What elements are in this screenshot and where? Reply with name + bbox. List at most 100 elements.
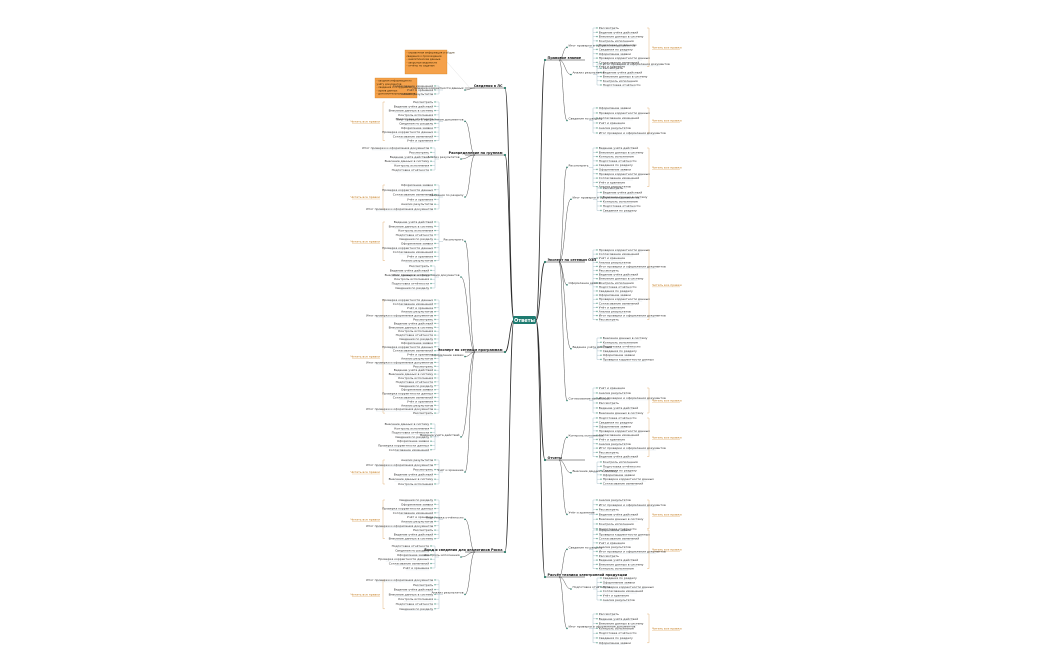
leaf-dot[interactable] [596, 173, 598, 175]
leaf-dot[interactable] [434, 357, 436, 360]
leaf-dot[interactable] [600, 577, 602, 579]
leaf-dot[interactable] [600, 75, 602, 78]
leaf-dot[interactable] [434, 525, 436, 527]
leaf-dot[interactable] [596, 53, 598, 55]
leaf-dot[interactable] [434, 464, 436, 466]
leaf-dot[interactable] [596, 451, 598, 454]
leaf-dot[interactable] [596, 508, 598, 511]
leaf-dot[interactable] [596, 306, 598, 309]
leaf-dot[interactable] [434, 251, 436, 253]
leaf-dot[interactable] [430, 440, 432, 442]
leaf-dot[interactable] [596, 434, 598, 436]
leaf-dot[interactable] [430, 558, 432, 560]
leaf-dot[interactable] [434, 307, 436, 309]
sub-branch-dot[interactable] [566, 548, 568, 551]
sub-branch-dot[interactable] [464, 518, 466, 521]
leaf-dot[interactable] [430, 554, 432, 556]
leaf-dot[interactable] [596, 66, 598, 68]
leaf-dot[interactable] [434, 373, 436, 375]
leaf-dot[interactable] [434, 338, 436, 340]
leaf-dot[interactable] [434, 350, 436, 352]
leaf-dot[interactable] [434, 322, 436, 325]
sub-branch-dot[interactable] [464, 593, 466, 596]
leaf-dot[interactable] [600, 341, 602, 343]
leaf-dot[interactable] [434, 342, 436, 344]
leaf-dot[interactable] [430, 265, 432, 267]
leaf-dot[interactable] [434, 260, 436, 262]
leaf-dot[interactable] [434, 330, 436, 332]
leaf-dot[interactable] [430, 160, 432, 162]
leaf-dot[interactable] [430, 431, 432, 434]
leaf-dot[interactable] [600, 469, 602, 472]
leaf-dot[interactable] [434, 85, 436, 87]
leaf-dot[interactable] [430, 274, 432, 276]
leaf-dot[interactable] [434, 361, 436, 364]
leaf-dot[interactable] [430, 449, 432, 451]
leaf-dot[interactable] [600, 354, 602, 356]
leaf-dot[interactable] [596, 559, 598, 561]
leaf-dot[interactable] [596, 61, 598, 64]
leaf-dot[interactable] [596, 177, 598, 179]
leaf-dot[interactable] [596, 273, 598, 276]
leaf-dot[interactable] [434, 89, 436, 91]
leaf-dot[interactable] [434, 389, 436, 391]
sub-branch-dot[interactable] [464, 471, 466, 473]
leaf-dot[interactable] [434, 408, 436, 410]
leaf-dot[interactable] [434, 242, 436, 245]
sub-branch-dot[interactable] [460, 556, 462, 558]
leaf-dot[interactable] [434, 255, 436, 258]
leaf-dot[interactable] [430, 562, 432, 565]
leaf-dot[interactable] [596, 632, 598, 634]
leaf-dot[interactable] [600, 205, 602, 207]
leaf-dot[interactable] [596, 132, 598, 134]
leaf-dot[interactable] [434, 311, 436, 313]
leaf-dot[interactable] [596, 48, 598, 51]
sub-branch-dot[interactable] [460, 436, 462, 438]
leaf-dot[interactable] [430, 287, 432, 289]
branch-dot[interactable] [543, 260, 547, 264]
leaf-dot[interactable] [600, 80, 602, 82]
leaf-dot[interactable] [596, 407, 598, 409]
sub-branch-dot[interactable] [570, 588, 572, 590]
leaf-dot[interactable] [596, 642, 598, 644]
leaf-dot[interactable] [434, 603, 436, 605]
leaf-dot[interactable] [430, 147, 432, 149]
leaf-dot[interactable] [596, 31, 598, 33]
leaf-dot[interactable] [600, 465, 602, 467]
leaf-dot[interactable] [430, 427, 432, 429]
leaf-dot[interactable] [434, 114, 436, 116]
leaf-dot[interactable] [430, 278, 432, 280]
leaf-dot[interactable] [434, 109, 436, 112]
leaf-dot[interactable] [430, 436, 432, 438]
leaf-dot[interactable] [596, 618, 598, 620]
sub-branch-dot[interactable] [566, 436, 568, 439]
leaf-dot[interactable] [596, 164, 598, 166]
leaf-dot[interactable] [434, 385, 436, 387]
leaf-dot[interactable] [434, 184, 436, 186]
leaf-dot[interactable] [596, 613, 598, 615]
leaf-dot[interactable] [596, 421, 598, 423]
leaf-dot[interactable] [596, 147, 598, 149]
leaf-dot[interactable] [434, 203, 436, 205]
leaf-dot[interactable] [434, 225, 436, 227]
leaf-dot[interactable] [596, 529, 598, 531]
leaf-dot[interactable] [434, 598, 436, 600]
leaf-dot[interactable] [596, 523, 598, 525]
leaf-dot[interactable] [596, 542, 598, 544]
leaf-dot[interactable] [600, 478, 602, 480]
leaf-dot[interactable] [600, 482, 602, 485]
leaf-dot[interactable] [596, 528, 598, 530]
leaf-dot[interactable] [434, 208, 436, 210]
leaf-dot[interactable] [596, 112, 598, 114]
leaf-dot[interactable] [596, 160, 598, 162]
leaf-dot[interactable] [434, 520, 436, 523]
branch-dot[interactable] [503, 153, 507, 157]
leaf-dot[interactable] [596, 269, 598, 272]
leaf-dot[interactable] [434, 238, 436, 240]
leaf-dot[interactable] [434, 198, 436, 201]
leaf-dot[interactable] [600, 196, 602, 198]
leaf-dot[interactable] [596, 443, 598, 445]
sub-branch-dot[interactable] [566, 166, 568, 169]
leaf-dot[interactable] [434, 459, 436, 461]
leaf-dot[interactable] [600, 337, 602, 339]
